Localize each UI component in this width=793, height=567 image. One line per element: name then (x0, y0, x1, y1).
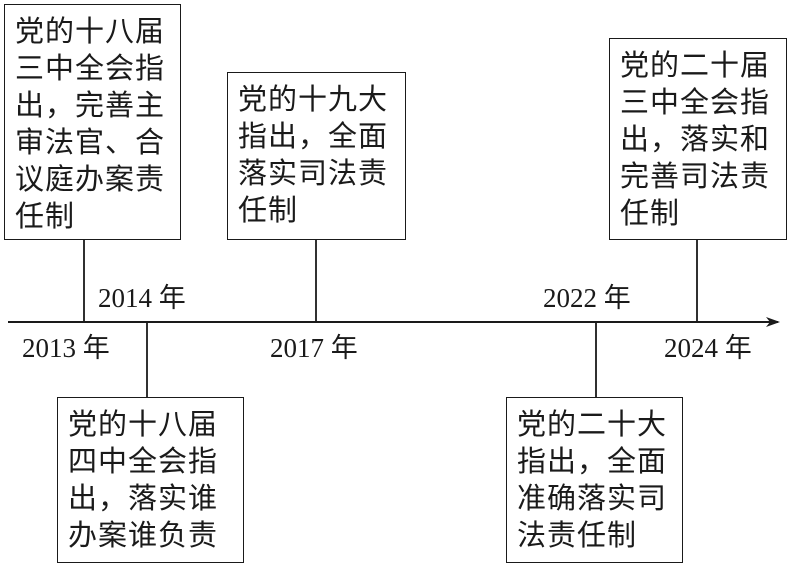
event-text-line: 党的十八届 (15, 14, 166, 48)
event-text-line: 法责任制 (517, 518, 638, 552)
event-text-line: 准确落实司 (517, 481, 668, 515)
event-text-line: 四中全会指 (68, 444, 219, 478)
event-box-2017: 党的十九大 指出，全面 落实司法责 任制 (227, 72, 406, 240)
event-text-line: 出，落实和 (620, 122, 771, 156)
event-box-2013: 党的十八届 三中全会指 出，完善主 审法官、合 议庭办案责 任制 (4, 4, 181, 240)
event-text-line: 指出，全面 (517, 444, 668, 478)
event-text-line: 任制 (15, 199, 76, 233)
event-text-line: 任制 (620, 196, 681, 230)
event-text-line: 出，完善主 (15, 88, 166, 122)
event-text-line: 议庭办案责 (15, 162, 166, 196)
event-box-2024: 党的二十届 三中全会指 出，落实和 完善司法责 任制 (609, 38, 787, 240)
event-box-2014: 党的十八届 四中全会指 出，落实谁 办案谁负责 (57, 397, 244, 563)
year-label-2017: 2017 年 (270, 333, 358, 363)
event-box-2022: 党的二十大 指出，全面 准确落实司 法责任制 (506, 397, 683, 563)
event-text-line: 党的十八届 (68, 407, 219, 441)
year-label-2013: 2013 年 (22, 333, 110, 363)
event-text-line: 落实司法责 (238, 156, 389, 190)
event-text-line: 党的二十大 (517, 407, 668, 441)
event-text-line: 审法官、合 (15, 125, 166, 159)
year-label-2022: 2022 年 (543, 283, 631, 313)
event-text-line: 办案谁负责 (68, 518, 219, 552)
event-text-line: 出，落实谁 (68, 481, 219, 515)
year-label-2024: 2024 年 (664, 333, 752, 363)
event-text-line: 任制 (238, 193, 299, 227)
event-text-line: 三中全会指 (15, 51, 166, 85)
event-text-line: 党的十九大 (238, 82, 389, 116)
event-text-line: 指出，全面 (238, 119, 389, 153)
year-label-2014: 2014 年 (98, 283, 186, 313)
event-text-line: 完善司法责 (620, 159, 771, 193)
event-text-line: 党的二十届 (620, 48, 771, 82)
event-text-line: 三中全会指 (620, 85, 771, 119)
